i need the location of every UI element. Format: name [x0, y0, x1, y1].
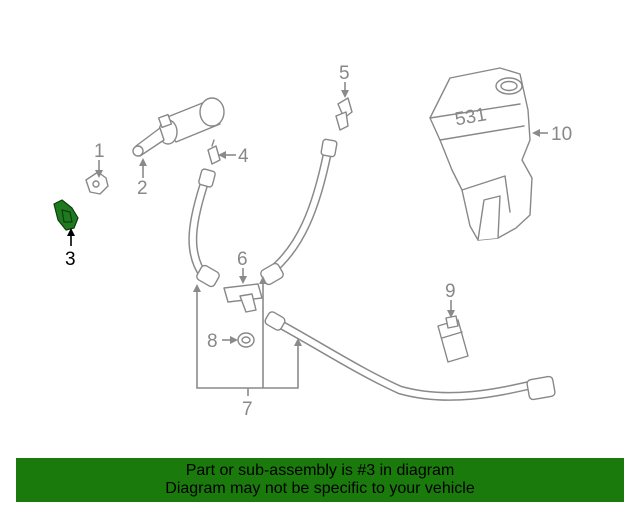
tee-connector-part-6[interactable]: [223, 283, 263, 313]
clip-part-9[interactable]: [437, 315, 469, 363]
callout-6: 6: [237, 249, 248, 270]
leader-lines: [67, 82, 548, 396]
banner-line-1: Part or sub-assembly is #3 in diagram: [185, 462, 455, 479]
callout-4: 4: [238, 146, 249, 167]
callout-1: 1: [94, 141, 105, 162]
washer-reservoir-part-10[interactable]: 531: [429, 67, 533, 241]
callout-10: 10: [551, 124, 572, 145]
callout-2: 2: [137, 178, 148, 199]
highlighted-part-3[interactable]: [53, 199, 79, 231]
connector-part-5[interactable]: [335, 97, 353, 131]
banner-line-2: Diagram may not be specific to your vehi…: [165, 480, 475, 497]
washer-pump-part-2[interactable]: [132, 97, 225, 157]
callout-3[interactable]: 3: [65, 249, 76, 270]
washer-hoses[interactable]: [188, 138, 556, 401]
callout-8: 8: [207, 331, 218, 352]
nozzle-part-1[interactable]: [85, 171, 109, 195]
callout-labels: 1 2 3 4 5 6 7 8 9 10: [65, 63, 572, 420]
callout-5: 5: [339, 63, 350, 84]
hose-clamp-part-8[interactable]: [237, 332, 255, 348]
parts-diagram: 5 3 1: [53, 63, 572, 420]
connector-part-4[interactable]: [207, 139, 221, 165]
callout-9: 9: [445, 281, 456, 302]
info-banner: Part or sub-assembly is #3 in diagram Di…: [16, 458, 624, 502]
callout-7: 7: [242, 399, 253, 420]
